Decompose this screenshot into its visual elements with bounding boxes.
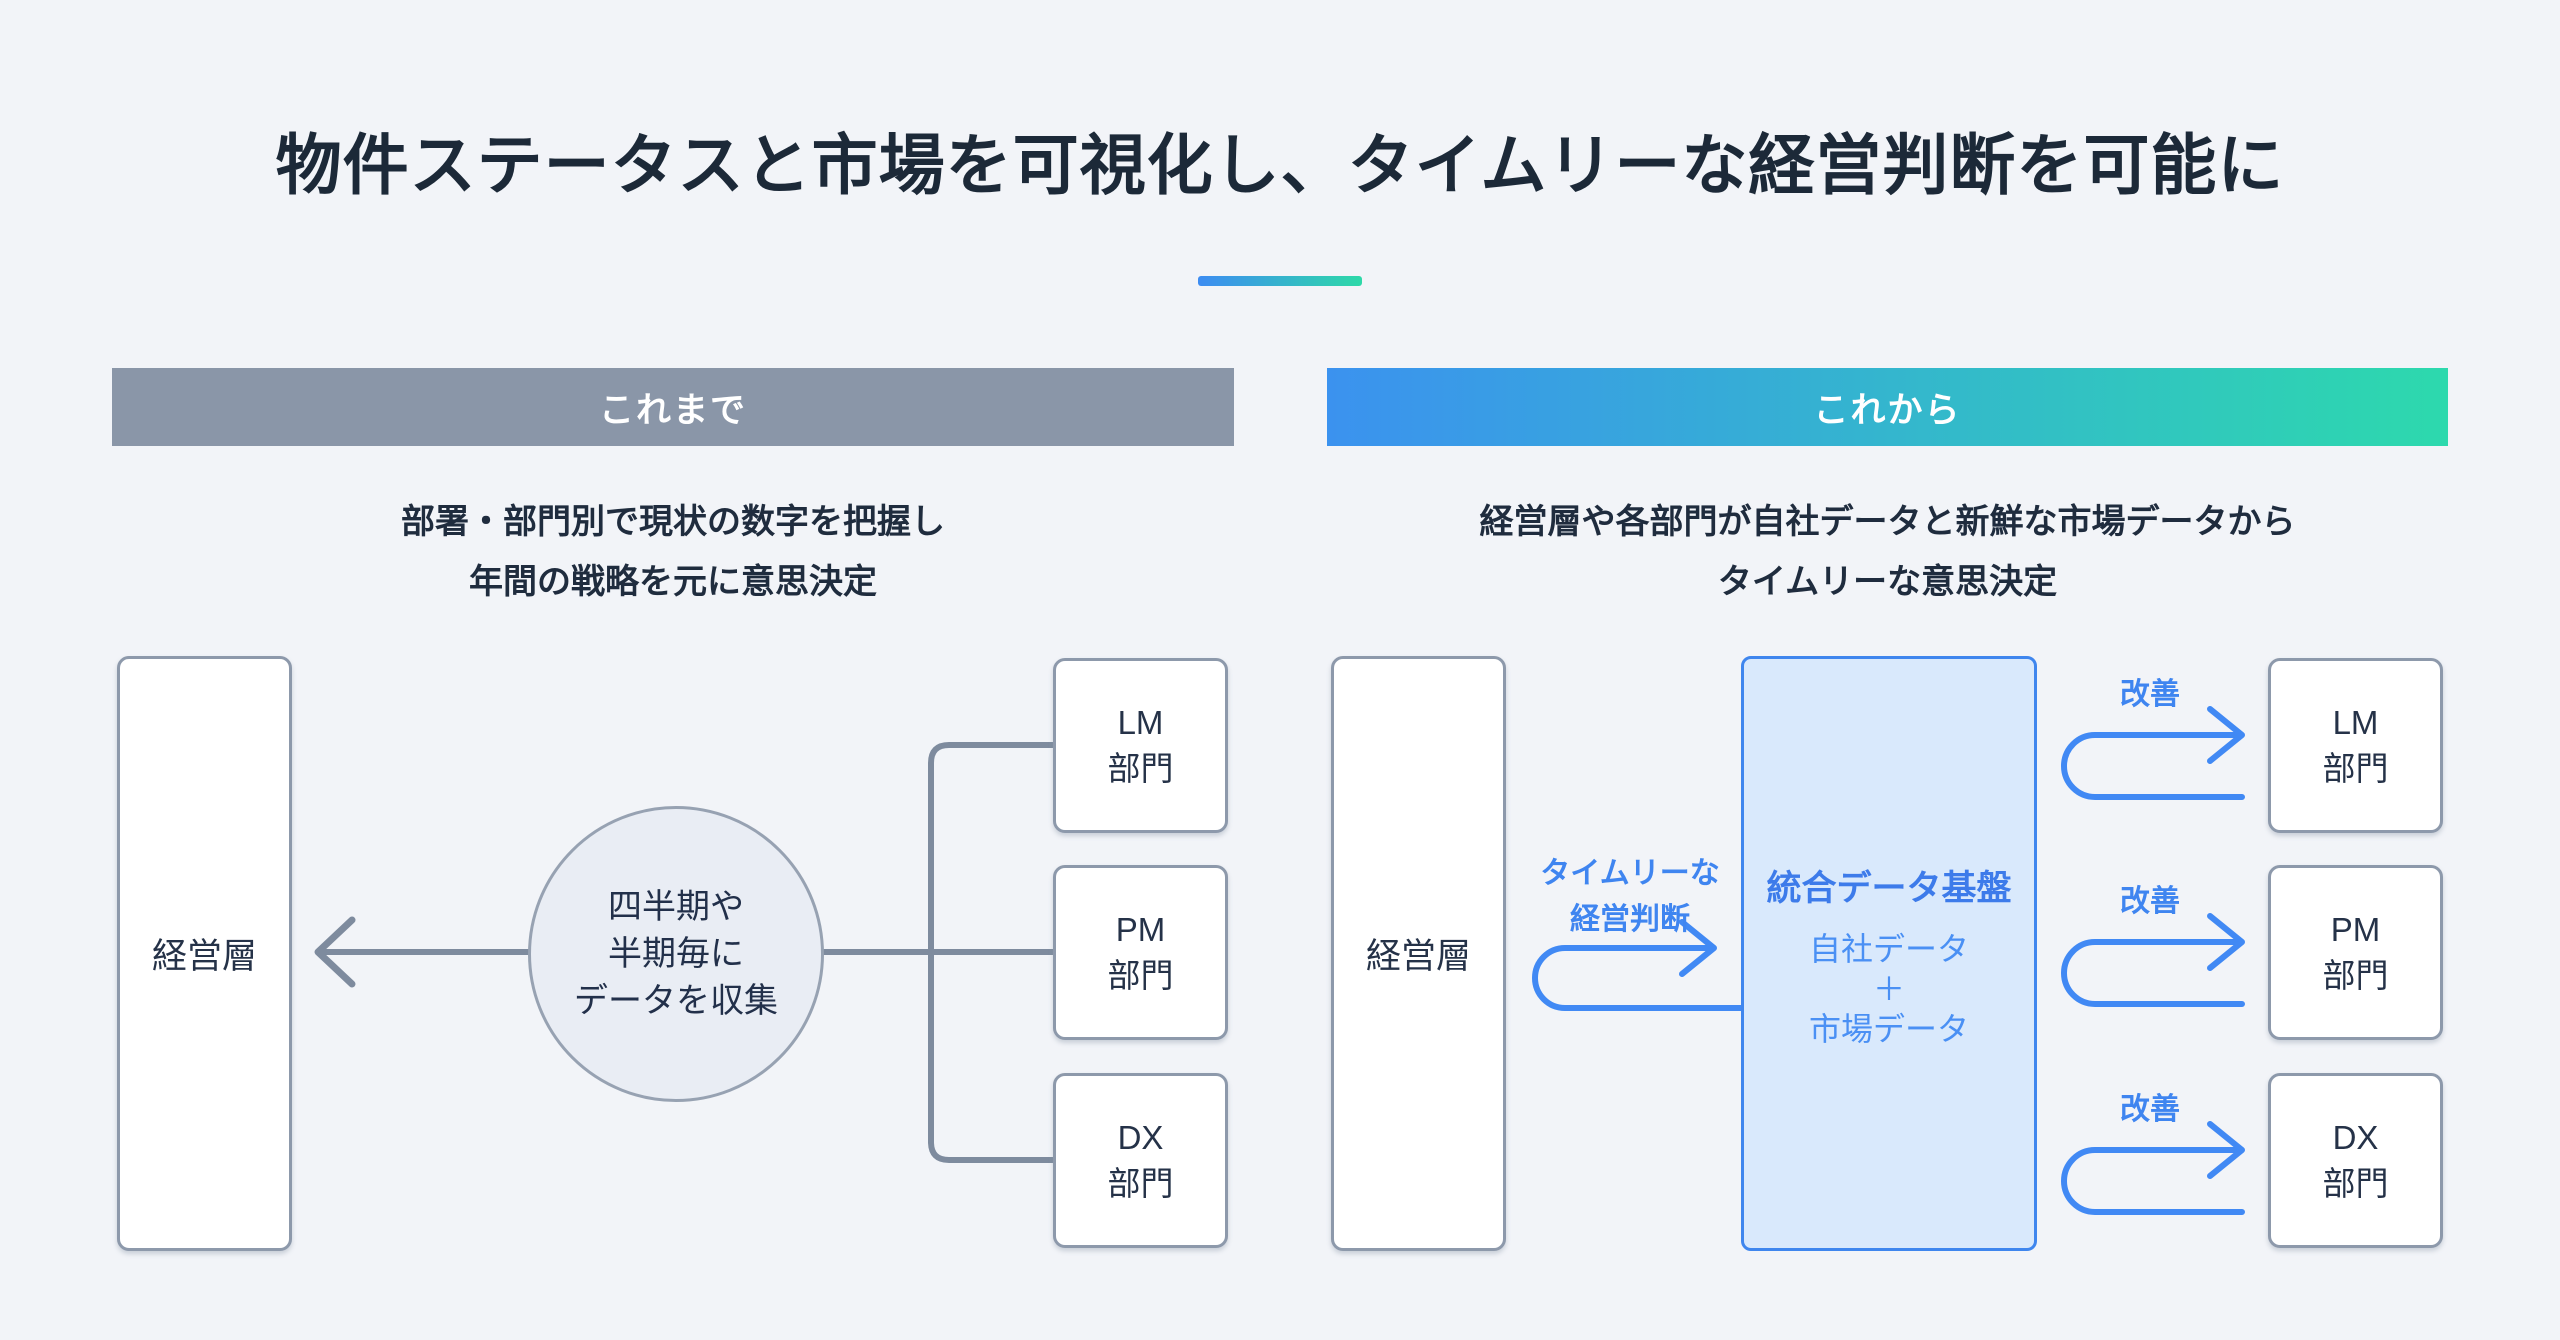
after-management-label: 経営層 (1365, 937, 1471, 976)
improvement-label-3: 改善 (2120, 1093, 2180, 1126)
panel-header-after: これから (1327, 368, 2448, 446)
before-description: 部署・部門別で現状の数字を把握し 年間の戦略を元に意思決定 (112, 492, 1234, 612)
after-dept-lm-box: LM 部門 (2268, 658, 2443, 833)
improvement-loop-arrow-3 (2061, 1147, 2245, 1215)
dept-label: 部門 (1107, 1164, 1174, 1202)
dept-label: 部門 (2322, 749, 2389, 787)
circle-line2: 半期毎に (608, 934, 744, 973)
after-description-line1: 経営層や各部門が自社データと新鮮な市場データから (1479, 503, 2296, 541)
before-dept-lm-box: LM 部門 (1053, 658, 1228, 833)
department-bracket-connector (928, 742, 1056, 1163)
arrow-right-icon (2207, 913, 2245, 971)
dept-label: DX (1117, 1118, 1164, 1156)
after-management-box: 経営層 (1331, 656, 1506, 1251)
dept-label: LM (2332, 703, 2379, 741)
platform-title: 統合データ基盤 (1766, 869, 2012, 908)
before-description-line1: 部署・部門別で現状の数字を把握し (401, 503, 945, 541)
title-underline-accent (1198, 276, 1362, 286)
after-description: 経営層や各部門が自社データと新鮮な市場データから タイムリーな意思決定 (1327, 492, 2448, 612)
platform-line3: 市場データ (1808, 1011, 1969, 1047)
arrow-right-icon (1679, 919, 1717, 977)
panel-header-before: これまで (112, 368, 1234, 446)
improvement-label-2: 改善 (2120, 885, 2180, 918)
timely-decision-line2: 経営判断 (1570, 903, 1690, 936)
before-dept-pm-box: PM 部門 (1053, 865, 1228, 1040)
arrow-left-icon (314, 916, 356, 988)
improvement-loop-arrow-2 (2061, 939, 2245, 1007)
panel-header-before-label: これまで (598, 390, 747, 430)
before-management-box: 経営層 (117, 656, 292, 1251)
dept-label: 部門 (2322, 1164, 2389, 1202)
dept-label: LM (1117, 703, 1164, 741)
platform-plus: ＋ (1872, 971, 1905, 1007)
decision-loop-arrow (1532, 945, 1747, 1011)
platform-line1: 自社データ (1808, 931, 1969, 967)
after-dept-pm-box: PM 部門 (2268, 865, 2443, 1040)
timely-decision-line1: タイムリーな (1540, 857, 1720, 890)
improvement-label-1: 改善 (2120, 678, 2180, 711)
quarterly-collection-circle: 四半期や 半期毎に データを収集 (528, 806, 824, 1102)
dept-label: 部門 (1107, 749, 1174, 787)
circle-line1: 四半期や (608, 887, 744, 926)
page-title: 物件ステータスと市場を可視化し、タイムリーな経営判断を可能に (275, 128, 2285, 202)
timely-decision-label: タイムリーな 経営判断 (1515, 851, 1745, 943)
arrow-right-icon (2207, 1121, 2245, 1179)
dept-label: PM (1115, 910, 1166, 948)
before-description-line2: 年間の戦略を元に意思決定 (469, 563, 877, 601)
before-dept-dx-box: DX 部門 (1053, 1073, 1228, 1248)
improvement-loop-arrow-1 (2061, 732, 2245, 800)
dept-label: 部門 (1107, 956, 1174, 994)
dept-label: PM (2330, 910, 2381, 948)
after-description-line2: タイムリーな意思決定 (1717, 563, 2058, 601)
after-dept-dx-box: DX 部門 (2268, 1073, 2443, 1248)
before-management-label: 経営層 (151, 937, 257, 976)
panel-header-after-label: これから (1813, 390, 1962, 430)
circle-line3: データを収集 (574, 981, 778, 1020)
integrated-data-platform-box: 統合データ基盤 自社データ ＋ 市場データ (1741, 656, 2037, 1251)
arrow-right-icon (2207, 706, 2245, 764)
dept-label: DX (2332, 1118, 2379, 1156)
dept-label: 部門 (2322, 956, 2389, 994)
